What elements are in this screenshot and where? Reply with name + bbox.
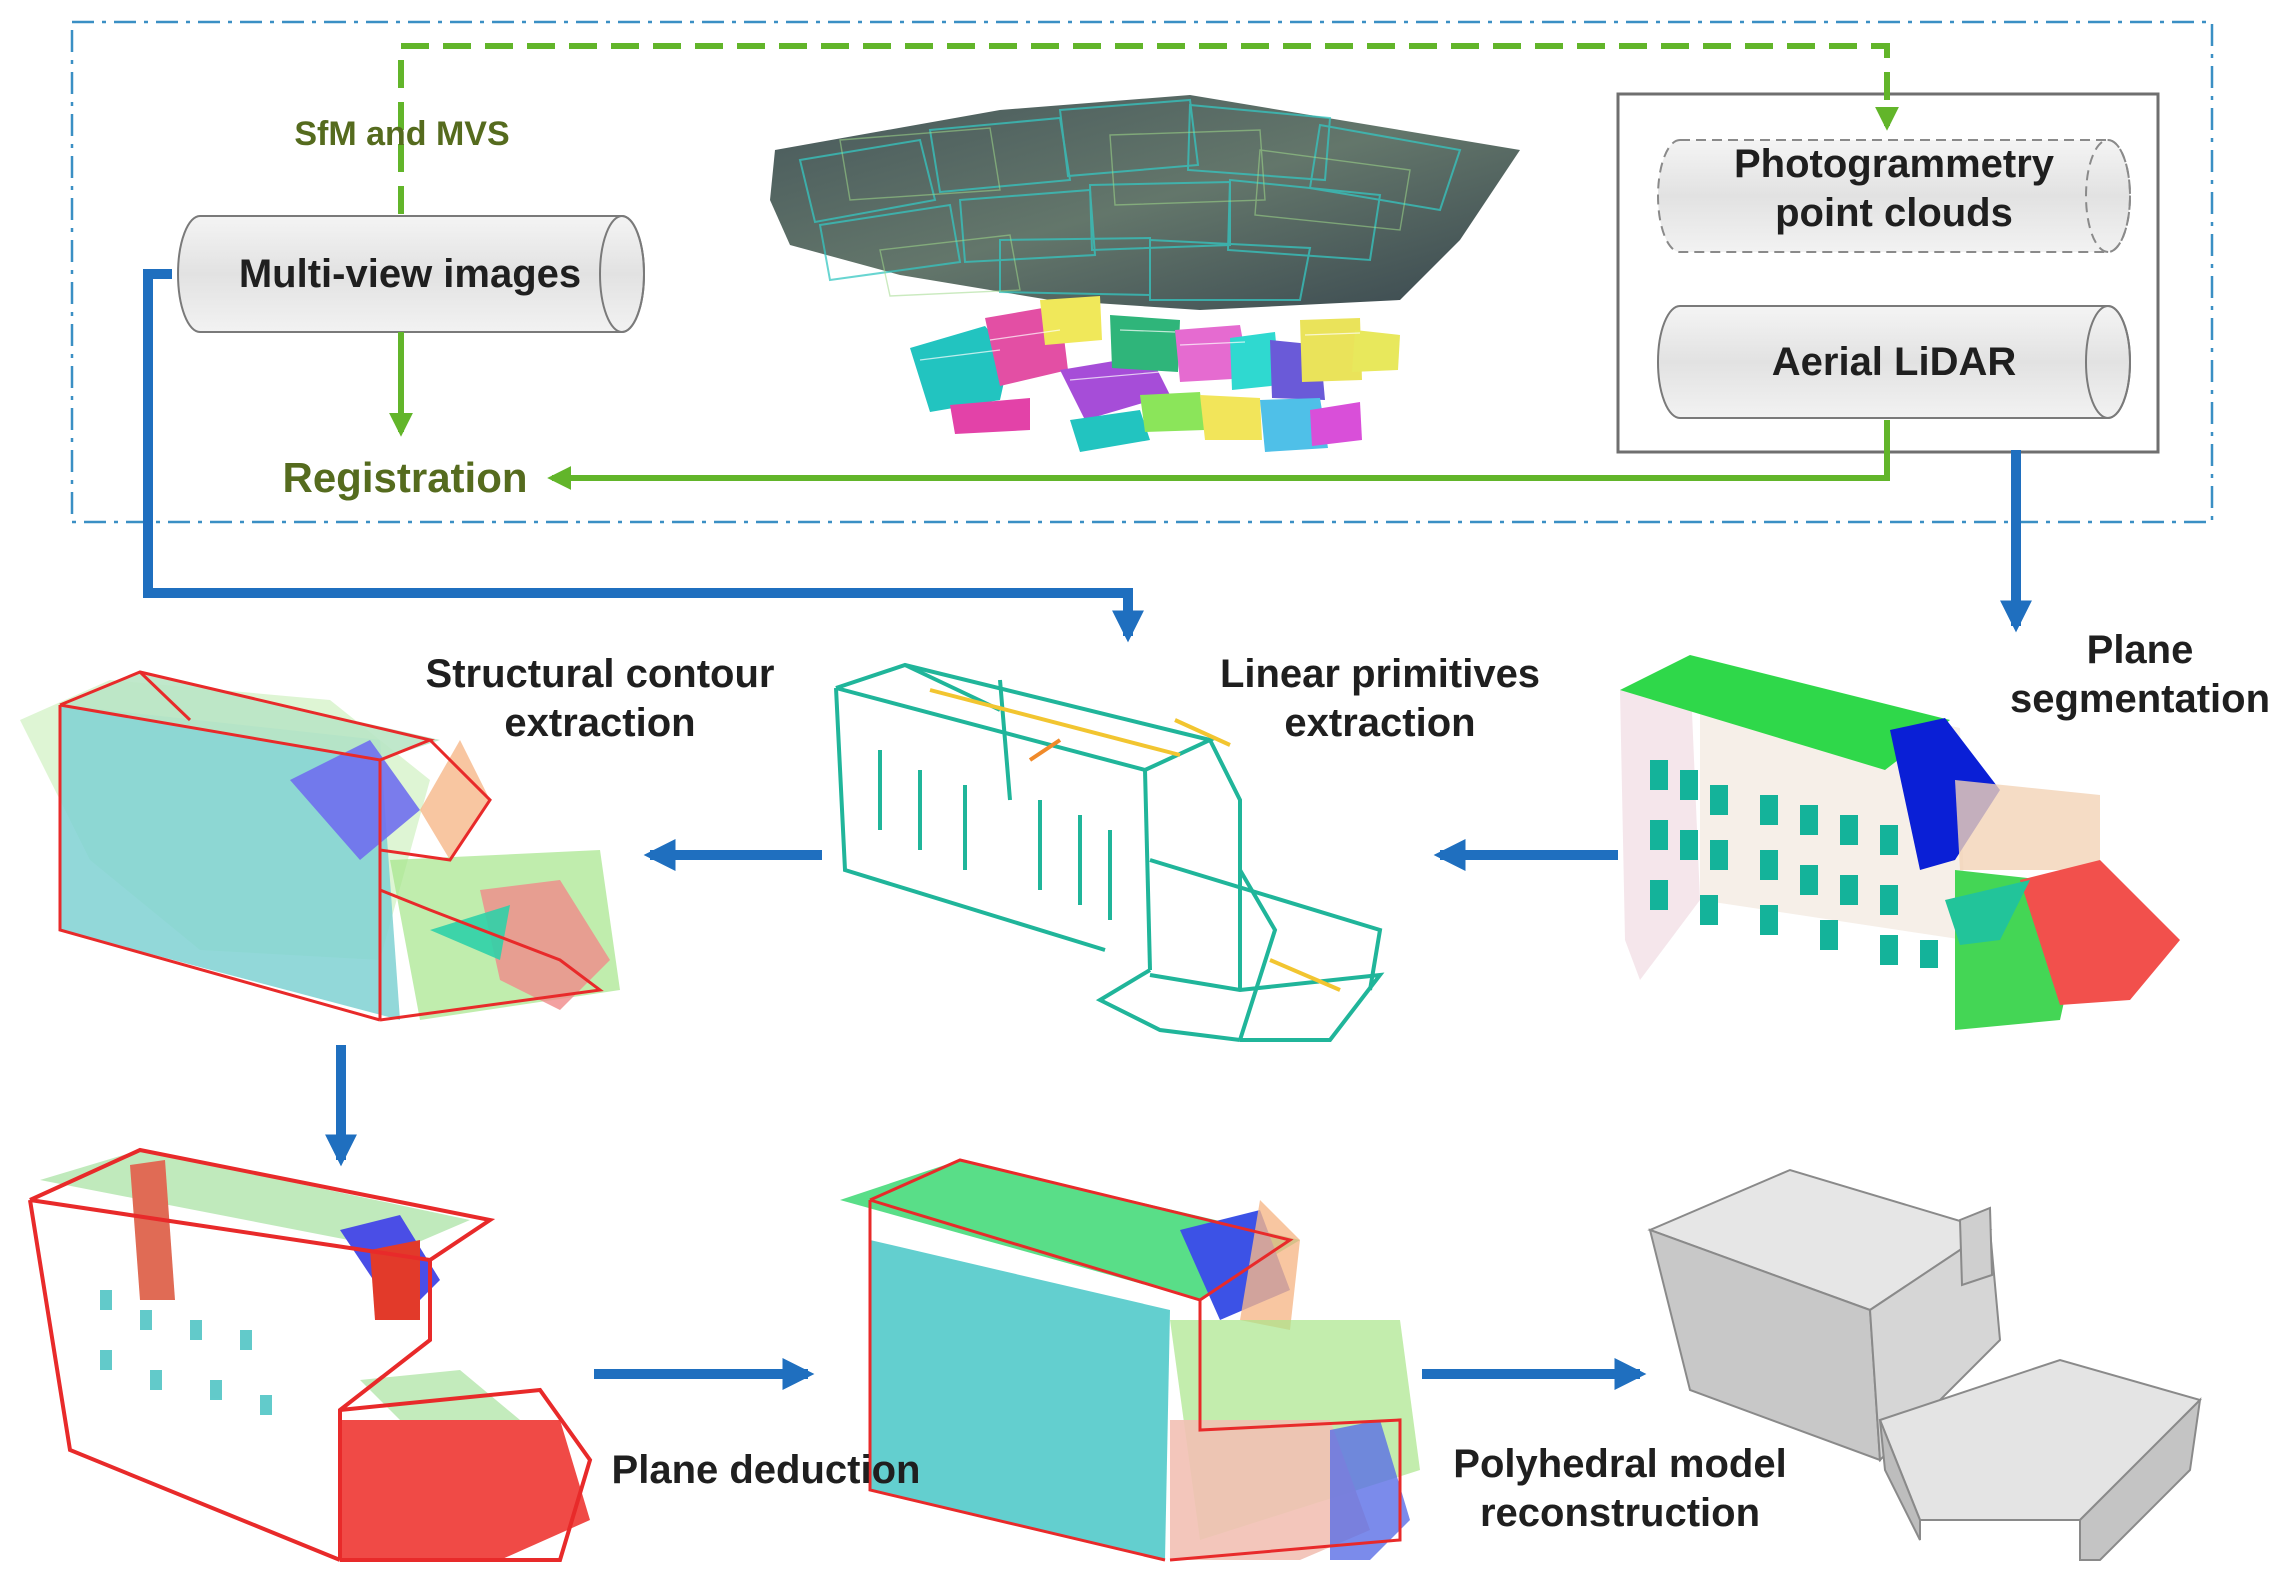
structural-contour-image — [20, 670, 620, 1022]
city-pointcloud-image — [910, 296, 1400, 452]
linear-line2: extraction — [1284, 700, 1476, 745]
contour-line1: Structural contour — [425, 652, 775, 696]
multiview-to-linear-arrow — [143, 269, 1145, 643]
photogrammetry-label: Photogrammetry point clouds — [1680, 140, 2108, 238]
source-frame — [70, 20, 2214, 524]
sfm-dashed-flow — [398, 43, 1899, 214]
lidar-to-registration-arrow — [547, 420, 1890, 490]
linear-primitives-label: Linear primitives extraction — [1180, 650, 1580, 748]
registration-label: Registration — [282, 454, 528, 501]
photogrammetry-line1: Photogrammetry — [1733, 142, 2055, 186]
structural-contour-label: Structural contour extraction — [400, 650, 800, 748]
aerial-photos-image — [770, 95, 1520, 310]
linear-line1: Linear primitives — [1219, 652, 1541, 696]
plane-segmentation-label: Plane segmentation — [1990, 626, 2286, 724]
lidar-label: Aerial LiDAR — [1771, 340, 2017, 384]
lidar-cylinder — [1657, 305, 2131, 419]
multiview-cylinder — [177, 215, 645, 333]
poly-line2: reconstruction — [1479, 1490, 1761, 1535]
contour-line2: extraction — [504, 700, 696, 745]
photogrammetry-line2: point clouds — [1775, 190, 2013, 235]
photogrammetry-cylinder — [1657, 139, 2131, 253]
linear-primitives-image — [834, 662, 1385, 1042]
polyhedral-model-label: Polyhedral model reconstruction — [1420, 1440, 1820, 1538]
plane-seg-line2: segmentation — [2009, 676, 2271, 721]
multiview-label: Multi-view images — [238, 252, 582, 296]
sfm-mvs-label: SfM and MVS — [294, 115, 510, 153]
polyhedral-model-image — [1647, 1168, 2202, 1561]
plane-segmentation-image — [1620, 655, 2180, 1030]
plane-seg-line1: Plane — [2086, 628, 2194, 672]
plane-deduction-label: Plane deduction — [611, 1448, 921, 1492]
plane-deduction-image — [840, 1158, 1420, 1562]
wire-model-image — [28, 1147, 593, 1562]
poly-line1: Polyhedral model — [1453, 1442, 1787, 1486]
